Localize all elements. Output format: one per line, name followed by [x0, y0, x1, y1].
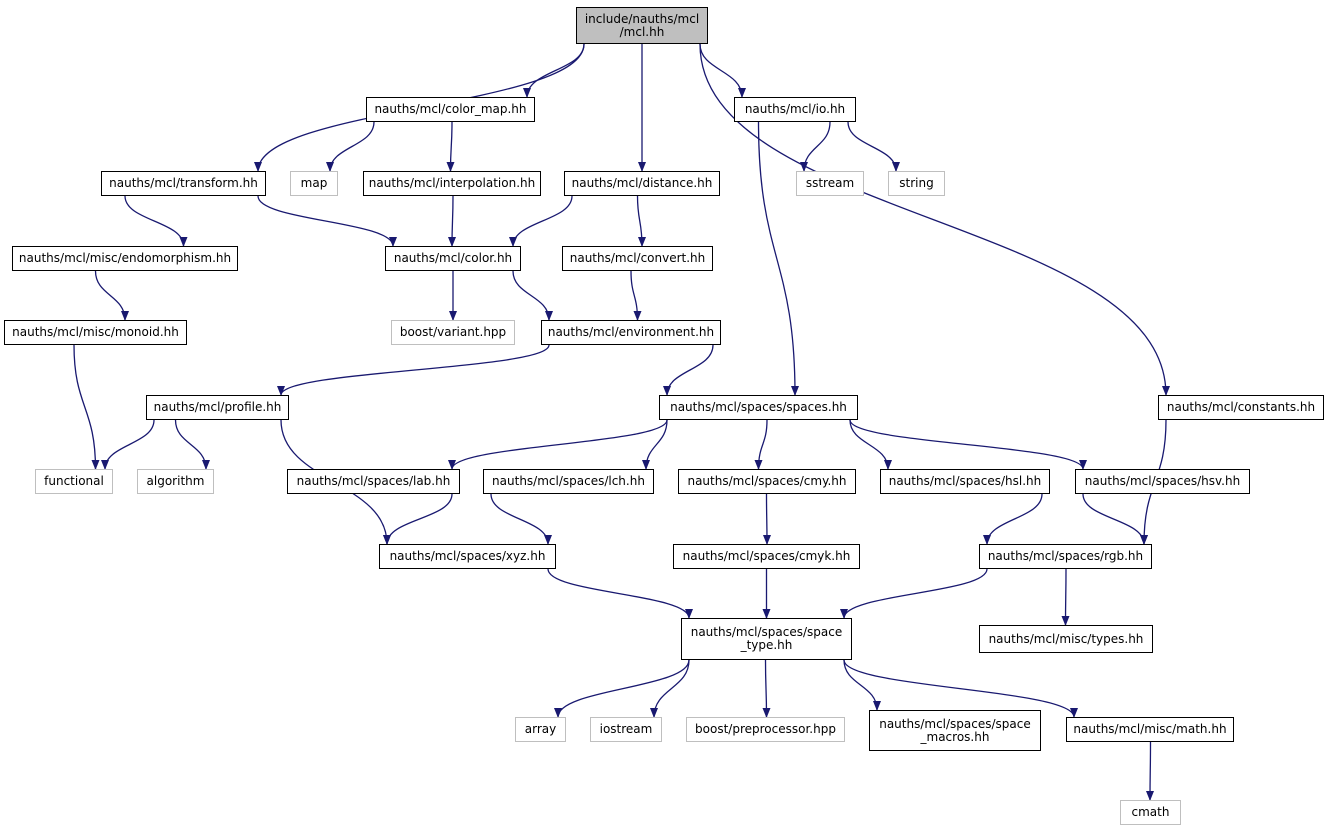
node-string[interactable]: string: [888, 171, 945, 196]
node-misc-math[interactable]: nauths/mcl/misc/math.hh: [1066, 717, 1234, 742]
node-constants[interactable]: nauths/mcl/constants.hh: [1158, 395, 1324, 420]
node-boost-variant[interactable]: boost/variant.hpp: [391, 320, 515, 345]
edge-cmy-to-cmyk: [762, 493, 771, 545]
edge-transform-to-color: [257, 195, 397, 247]
edge-root-to-io: [699, 43, 746, 98]
edge-spaces-to-cmy: [754, 419, 768, 470]
node-spaces[interactable]: nauths/mcl/spaces/spaces.hh: [659, 395, 858, 420]
node-transform[interactable]: nauths/mcl/transform.hh: [101, 171, 266, 196]
edge-spaces-to-hsl: [849, 419, 892, 470]
edge-io-to-spaces: [757, 121, 799, 396]
node-lab[interactable]: nauths/mcl/spaces/lab.hh: [287, 469, 460, 494]
node-lch[interactable]: nauths/mcl/spaces/lch.hh: [483, 469, 654, 494]
edge-distance-to-convert: [636, 195, 646, 247]
node-hsv[interactable]: nauths/mcl/spaces/hsv.hh: [1075, 469, 1250, 494]
node-color[interactable]: nauths/mcl/color.hh: [385, 246, 521, 271]
node-array[interactable]: array: [515, 717, 566, 742]
edge-distance-to-color: [509, 195, 573, 247]
edge-space_type-to-math: [843, 659, 1078, 718]
edge-color-to-environment: [512, 270, 553, 321]
edge-convert-to-environment: [630, 270, 642, 321]
node-convert[interactable]: nauths/mcl/convert.hh: [562, 246, 713, 271]
edge-space_type-to-preprocessor: [762, 659, 771, 718]
edge-interpolation-to-color: [448, 195, 457, 247]
edge-transform-to-endomorphism: [124, 195, 188, 247]
node-profile[interactable]: nauths/mcl/profile.hh: [146, 395, 289, 420]
node-cmath[interactable]: cmath: [1120, 800, 1181, 825]
edge-color_map-to-interpolation: [446, 121, 455, 172]
node-space-type[interactable]: nauths/mcl/spaces/space _type.hh: [681, 618, 852, 660]
edge-profile-to-functional: [101, 419, 155, 470]
node-endomorphism[interactable]: nauths/mcl/misc/endomorphism.hh: [12, 246, 238, 271]
node-io[interactable]: nauths/mcl/io.hh: [734, 97, 856, 122]
node-distance[interactable]: nauths/mcl/distance.hh: [564, 171, 720, 196]
node-xyz[interactable]: nauths/mcl/spaces/xyz.hh: [379, 544, 556, 569]
edge-math-to-cmath: [1146, 741, 1155, 801]
edge-root-to-color_map: [523, 43, 585, 98]
node-sstream[interactable]: sstream: [796, 171, 864, 196]
node-functional[interactable]: functional: [35, 469, 113, 494]
edge-space_type-to-space_macros: [843, 659, 881, 711]
edge-spaces-to-hsv: [849, 419, 1087, 470]
edge-hsl-to-rgb: [983, 493, 1043, 545]
node-environment[interactable]: nauths/mcl/environment.hh: [541, 320, 721, 345]
edge-environment-to-spaces: [663, 344, 714, 396]
edge-rgb-to-types: [1061, 568, 1070, 626]
node-root-mcl-hh[interactable]: include/nauths/mcl /mcl.hh: [576, 7, 708, 44]
edge-root-to-constants: [699, 43, 1170, 396]
node-boost-preprocessor[interactable]: boost/preprocessor.hpp: [686, 717, 845, 742]
edge-environment-to-profile: [277, 344, 550, 396]
edge-xyz-to-space_type: [547, 568, 693, 619]
node-cmy[interactable]: nauths/mcl/spaces/cmy.hh: [678, 469, 856, 494]
edge-io-to-sstream: [800, 121, 831, 172]
edge-color_map-to-map: [326, 121, 375, 172]
edge-io-to-string: [847, 121, 900, 172]
node-monoid[interactable]: nauths/mcl/misc/monoid.hh: [4, 320, 187, 345]
edge-lch-to-xyz: [490, 493, 552, 545]
node-cmyk[interactable]: nauths/mcl/spaces/cmyk.hh: [673, 544, 860, 569]
edge-profile-to-algorithm: [174, 419, 210, 470]
node-rgb[interactable]: nauths/mcl/spaces/rgb.hh: [979, 544, 1152, 569]
node-space-macros[interactable]: nauths/mcl/spaces/space _macros.hh: [869, 710, 1041, 751]
edge-spaces-to-lab: [448, 419, 668, 470]
node-iostream[interactable]: iostream: [590, 717, 662, 742]
edge-endomorphism-to-monoid: [94, 270, 129, 321]
edge-lab-to-xyz: [383, 493, 453, 545]
node-algorithm[interactable]: algorithm: [137, 469, 214, 494]
node-color-map[interactable]: nauths/mcl/color_map.hh: [366, 97, 535, 122]
node-hsl[interactable]: nauths/mcl/spaces/hsl.hh: [880, 469, 1050, 494]
edge-hsv-to-rgb: [1082, 493, 1148, 545]
edge-rgb-to-space_type: [840, 568, 988, 619]
node-interpolation[interactable]: nauths/mcl/interpolation.hh: [363, 171, 541, 196]
edge-monoid-to-functional: [73, 344, 100, 470]
node-misc-types[interactable]: nauths/mcl/misc/types.hh: [979, 625, 1153, 653]
edge-space_type-to-iostream: [650, 659, 690, 718]
node-map[interactable]: map: [290, 171, 338, 196]
edge-spaces-to-lch: [642, 419, 668, 470]
edge-space_type-to-array: [554, 659, 690, 718]
